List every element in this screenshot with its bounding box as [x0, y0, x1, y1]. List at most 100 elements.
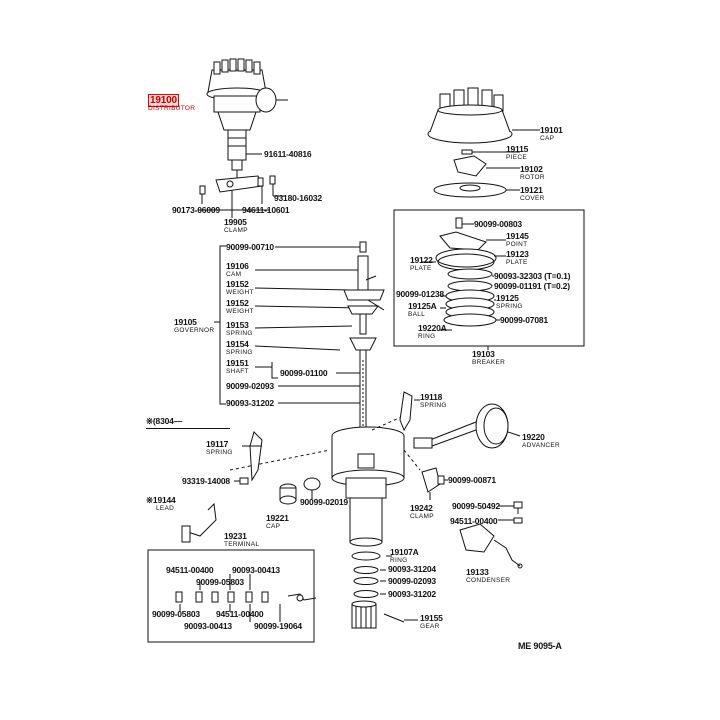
part-label-90099-50492[interactable]: 90099-50492 [452, 501, 500, 511]
part-label-93180-16032[interactable]: 93180-16032 [274, 193, 322, 203]
part-label-ring-19220a[interactable]: 19220A RING [418, 323, 447, 341]
part-label-90099-00710[interactable]: 90099-00710 [226, 242, 274, 252]
part-label-spring-19118[interactable]: 19118 SPRING [420, 393, 447, 410]
part-label-94511-00400-c[interactable]: 94511-00400 [216, 609, 264, 619]
part-label-lead-19144[interactable]: ※19144 LEAD [146, 496, 176, 513]
part-label-plate-19123[interactable]: 19123 PLATE [506, 250, 529, 267]
lead-19144-name: LEAD [156, 505, 175, 512]
plate-19122-name: PLATE [410, 265, 432, 272]
shaft-19151-number: 19151 [226, 358, 249, 368]
part-label-spring-19125[interactable]: 19125 SPRING [496, 294, 523, 311]
part-label-spring-19153[interactable]: 19153 SPRING [226, 321, 253, 338]
clamp-19905-name: CLAMP [224, 227, 248, 234]
part-label-plate-19122[interactable]: 19122 PLATE [410, 256, 433, 273]
spring-19125-name: SPRING [496, 303, 523, 310]
part-label-advancer-19220[interactable]: 19220 ADVANCER [522, 432, 560, 450]
asterisk-note-underline [146, 428, 230, 429]
cap-19101-name: CAP [540, 135, 555, 142]
part-label-spring-19117[interactable]: 19117 SPRING [206, 439, 233, 457]
asterisk-note: ※(8304— [146, 416, 182, 426]
cap-19101-number: 19101 [540, 125, 563, 135]
part-label-94511-00400-b[interactable]: 94511-00400 [166, 565, 214, 575]
ball-19125a-number: 19125A [408, 301, 437, 311]
part-label-90099-05803-a[interactable]: 90099-05803 [196, 577, 244, 587]
part-label-cap-19101[interactable]: 19101 CAP [540, 125, 563, 143]
part-label-90099-01238[interactable]: 90099-01238 [396, 289, 444, 299]
ring-19107a-number: 19107A [390, 547, 419, 557]
part-label-90099-02019[interactable]: 90099-02019 [300, 497, 348, 507]
part-label-weight-19152-b[interactable]: 19152 WEIGHT [226, 298, 254, 316]
shaft-19151-name: SHAFT [226, 368, 249, 375]
spring-19154-number: 19154 [226, 339, 249, 349]
weight-19152-b-number: 19152 [226, 298, 249, 308]
part-label-94611-10601[interactable]: 94611-10601 [242, 205, 290, 215]
part-label-90099-00803[interactable]: 90099-00803 [474, 219, 522, 229]
point-19145-name: POINT [506, 241, 528, 248]
part-label-cover-19121[interactable]: 19121 COVER [520, 186, 545, 203]
part-label-90099-05803-b[interactable]: 90099-05803 [152, 609, 200, 619]
spring-19118-drawing [400, 392, 412, 430]
part-label-90093-00413-b[interactable]: 90093-00413 [184, 621, 232, 631]
cam-19106-name: CAM [226, 271, 242, 278]
part-label-cam-19106[interactable]: 19106 CAM [226, 262, 249, 279]
part-label-condenser-19133[interactable]: 19133 CONDENSER [466, 567, 510, 585]
spring-19117-number: 19117 [206, 439, 229, 449]
part-label-spring-19154[interactable]: 19154 SPRING [226, 339, 253, 357]
part-label-90093-32303[interactable]: 90093-32303 (T=0.1) [494, 271, 571, 281]
part-label-90093-31202-a[interactable]: 90093-31202 [226, 398, 274, 408]
part-label-distributor[interactable]: 19100 DISTRIBUTOR [148, 94, 195, 112]
part-label-ball-19125a[interactable]: 19125A BALL [408, 301, 437, 319]
part-label-clamp-19242[interactable]: 19242 CLAMP [410, 503, 434, 521]
weight-19152-a-name: WEIGHT [226, 289, 254, 296]
spring-19118-name: SPRING [420, 402, 447, 409]
part-label-piece-19115[interactable]: 19115 PIECE [506, 145, 528, 162]
spring-19153-name: SPRING [226, 330, 253, 337]
part-label-90093-00413-a[interactable]: 90093-00413 [232, 565, 280, 575]
part-label-90093-31204[interactable]: 90093-31204 [388, 564, 436, 574]
part-label-91611-40816[interactable]: 91611-40816 [264, 149, 312, 159]
part-label-90099-07081[interactable]: 90099-07081 [500, 315, 548, 325]
condenser-19133-number: 19133 [466, 567, 489, 577]
part-label-shaft-19151[interactable]: 19151 SHAFT [226, 358, 249, 376]
cover-19121-name: COVER [520, 195, 545, 202]
cap-19221-number: 19221 [266, 513, 289, 523]
ring-19220a-number: 19220A [418, 323, 447, 333]
distributor-assembly-drawing [198, 59, 288, 218]
part-label-90099-02093-b[interactable]: 90099-02093 [388, 576, 436, 586]
part-label-90099-01191[interactable]: 90099-01191 (T=0.2) [494, 281, 570, 291]
part-label-weight-19152-a[interactable]: 19152 WEIGHT [226, 280, 254, 297]
part-label-governor-19105[interactable]: 19105 GOVERNOR [174, 318, 214, 335]
condenser-drawing [460, 524, 494, 552]
advancer-19220-number: 19220 [522, 432, 545, 442]
part-label-90173-06009[interactable]: 90173-06009 [172, 205, 220, 215]
gear-19155-name: GEAR [420, 623, 440, 630]
part-label-point-19145[interactable]: 19145 POINT [506, 231, 529, 249]
terminal-parts-drawing [176, 574, 316, 622]
part-label-90099-01100[interactable]: 90099-01100 [280, 368, 328, 378]
part-label-94511-00400-a[interactable]: 94511-00400 [450, 516, 498, 526]
part-label-90099-00871[interactable]: 90099-00871 [448, 475, 496, 485]
part-label-90093-31202-b[interactable]: 90093-31202 [388, 589, 436, 599]
part-label-ring-19107a[interactable]: 19107A RING [390, 547, 419, 565]
governor-bracket [220, 246, 226, 404]
part-label-cap-19221[interactable]: 19221 CAP [266, 513, 289, 531]
part-label-breaker-19103[interactable]: 19103 BREAKER [472, 350, 505, 367]
clamp-19242-number: 19242 [410, 503, 433, 513]
clamp-19242-name: CLAMP [410, 513, 434, 520]
part-label-rotor-19102[interactable]: 19102 ROTOR [520, 165, 545, 182]
distributor-part-number: 19100 [148, 94, 179, 107]
diagram-code: ME 9095-A [518, 641, 562, 651]
part-label-terminal-19231[interactable]: 19231 TERMINAL [224, 532, 259, 549]
terminal-group-box [148, 550, 314, 642]
spring-19154-name: SPRING [226, 349, 253, 356]
part-label-93319-14008[interactable]: 93319-14008 [182, 476, 230, 486]
spring-19117-drawing [250, 432, 262, 480]
part-label-90099-19064[interactable]: 90099-19064 [254, 621, 302, 631]
part-label-gear-19155[interactable]: 19155 GEAR [420, 614, 443, 631]
cap-rotor-cover-drawing [428, 88, 540, 197]
part-label-90099-02093-a[interactable]: 90099-02093 [226, 381, 274, 391]
housing-drawing [332, 427, 418, 628]
part-label-clamp-19905[interactable]: 19905 CLAMP [224, 218, 248, 235]
point-19145-number: 19145 [506, 231, 529, 241]
